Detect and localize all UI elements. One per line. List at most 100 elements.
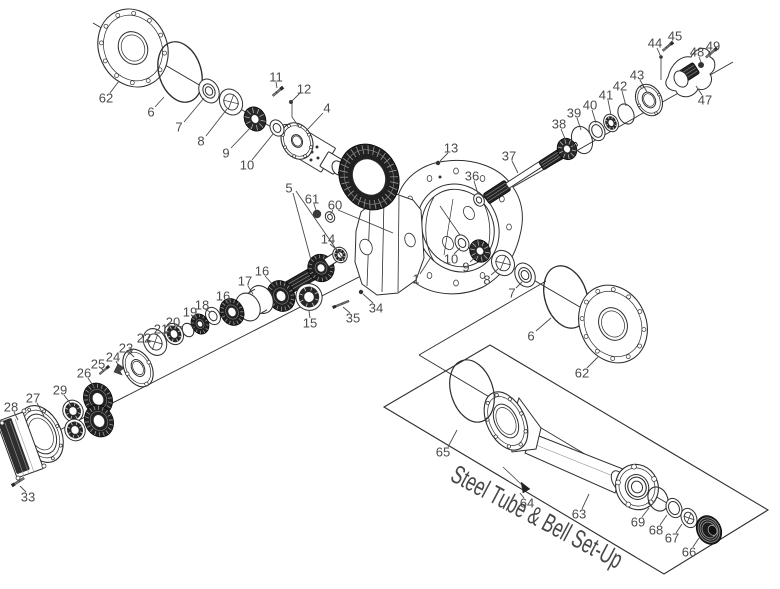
axle-flange-left [115,13,121,18]
bearing [66,412,69,415]
washer [457,238,467,248]
bearing-cup [151,334,159,350]
bearing [609,126,611,130]
leader-line [128,351,135,358]
small-gear [190,313,210,335]
gear [289,289,293,292]
callout-66: 66 [682,545,696,560]
tube-end-flange [651,476,657,482]
leader-line [586,356,599,369]
cover-ear [0,420,5,426]
small-gear [195,329,198,333]
bearing-cone [558,150,563,154]
bearing [79,431,83,434]
slinger-flange [657,93,661,97]
bell-flange [493,434,498,439]
change-gear [100,384,103,390]
retainer-ring [668,500,680,516]
small-gear [203,330,206,334]
callout-21: 21 [154,322,168,337]
bolt [705,46,719,59]
gear [280,281,282,286]
support-boss [359,238,373,256]
bearing-cone [470,248,475,251]
axle-flange-right [641,327,647,332]
bearing-cone [559,141,564,146]
small-gear [194,314,197,318]
drive-pinion-head [312,275,316,279]
drive-pinion-head [325,276,328,281]
callout-7: 7 [508,286,515,301]
bearing [73,403,76,407]
leader-line [362,293,374,304]
cover-gasket [27,407,32,412]
callout-1: 1 [412,272,419,287]
cover-gasket [50,456,55,461]
ring-gear [381,196,388,205]
callout-47: 47 [698,93,712,108]
gear [222,302,226,306]
pinion-washer [324,211,336,223]
change-gear [94,430,97,436]
gear [240,315,244,318]
small-oring [475,196,483,204]
drive-pinion-head [329,270,334,273]
leader-line [560,128,567,142]
bearing-cone [475,246,485,256]
adjuster-plug [707,524,718,536]
bearing-cone [483,254,488,260]
leader-line [230,125,253,149]
tube-end-flange [624,474,650,500]
axle-flange-right [601,310,625,338]
drive-pinion-head [308,268,312,270]
leader-line [447,429,458,448]
adjuster-plug [697,517,721,543]
callout-28: 28 [4,400,18,415]
gear [220,306,224,309]
leader-line [87,377,95,388]
bearing [79,426,82,429]
callout-38: 38 [552,117,566,132]
bearing [164,322,184,346]
axle-flange-left [97,8,169,88]
change-gear [89,407,93,412]
callout-65: 65 [436,445,450,460]
small-gear [202,315,205,319]
change-gear [84,416,90,419]
ring-gear [389,185,398,191]
change-gear [105,430,109,435]
leader-line [109,80,120,94]
bolt [102,370,104,373]
callout-6: 6 [527,329,534,344]
axle-flange-left [120,34,146,62]
gear [287,304,291,309]
change-gear [85,403,90,406]
cover-gasket [55,424,60,428]
leader-line [100,367,104,371]
gear [275,290,287,302]
cover-gasket [58,443,63,448]
leader-line [607,99,612,116]
pinion-spline [287,273,313,289]
housing-inner-wall [425,196,435,262]
leader-line [621,90,627,107]
vent-bolt [438,175,442,179]
tube-end-bore [630,480,644,494]
change-gear [91,392,105,406]
gear [275,281,278,286]
pilot-bearing [340,249,342,252]
slinger-flange [634,83,664,117]
cover-fin-line [14,418,35,473]
diff-case-flange [307,132,311,137]
bearing-cone [472,242,477,248]
callout-15: 15 [303,316,317,331]
tube-end-flange [625,501,632,508]
bell-flange [518,442,523,447]
bearing-cone [243,106,267,132]
leader-lines [13,40,711,548]
drive-pinion-head [328,274,332,278]
housing-window [442,235,454,251]
pilot-bearing [338,258,340,261]
leader-line [251,133,274,161]
callout-11: 11 [269,70,283,85]
